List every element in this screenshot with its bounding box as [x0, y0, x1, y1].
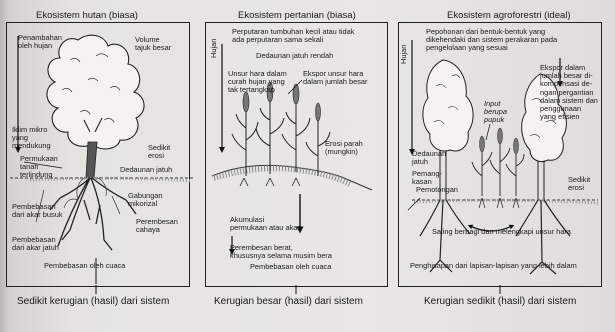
- agro-label-trees: Pepohonan dari bentuk-bentuk yang dikehe…: [426, 28, 557, 53]
- agro-label-deep-uptake: Penghisapan dari lapisan-lapisan yang le…: [410, 262, 577, 270]
- agro-label-little-erosion: Sedikit erosi: [568, 176, 590, 192]
- forest-label-leaf-fall: Dedaunan jatuh: [120, 166, 172, 174]
- forest-label-protected-soil: Permukaan tanah terlindung: [20, 155, 58, 180]
- agri-label-uncaptured-nutrients: Unsur hara dalam curah hujan yang tak te…: [228, 70, 287, 95]
- agro-label-leaf-fall: Dedaunan jatuh: [412, 150, 446, 166]
- agro-label-fertilizer-input: Input berupa pupuk: [484, 100, 507, 125]
- agri-label-rain: Hujan: [210, 39, 218, 58]
- agro-label-rain: Hujan: [400, 45, 408, 64]
- forest-label-crown-volume: Volume tajuk besar: [135, 36, 171, 52]
- agro-label-export-compensated: Ekspor dalam jumlah besar di- kompensasi…: [540, 64, 598, 121]
- forest-label-microclimate: Iklim mikro yang mendukung: [12, 126, 51, 151]
- agroforestry-caption: Kerugian sedikit (hasil) dari sistem: [424, 296, 576, 307]
- forest-label-little-erosion: Sedikit erosi: [148, 144, 170, 160]
- agri-label-large-export: Ekspor unsur hara dalam jumlah besar: [303, 70, 368, 86]
- agri-label-heavy-leaching: Perembesan berat, khususnya selama musim…: [230, 244, 332, 260]
- agri-label-severe-erosion: Erosi parah (mungkin): [325, 140, 363, 156]
- forest-label-falling-roots: Pembebasan dari akar jatuh: [12, 236, 59, 252]
- agro-label-nutrient-sharing: Saling berbagi dan melengkapi unsur hara: [432, 228, 571, 236]
- agri-label-accumulation: Akumulasi permukaan atau akar: [230, 216, 300, 232]
- agri-label-low-leaf-fall: Dedaunan jatuh rendah: [256, 52, 333, 60]
- agro-label-cutting: Pemotongan: [416, 186, 458, 194]
- forest-label-rotting-roots: Pembebasan dari akar busuk: [12, 203, 63, 219]
- agro-label-pruning: Pemang- kasan: [412, 170, 442, 186]
- forest-label-mycorrhizal: Gabungan mikorizal: [128, 192, 163, 208]
- forest-label-rain-addition: Penambahan oleh hujan: [18, 34, 62, 50]
- forest-caption: Sedikit kerugian (hasil) dari sistem: [17, 296, 169, 307]
- forest-label-leaching: Perembesan cahaya: [136, 218, 178, 234]
- forest-label-weathering: Pembebasan oleh cuaca: [44, 262, 125, 270]
- agri-label-little-cycling: Perputaran tumbuhan kecil atau tidak ada…: [232, 28, 354, 44]
- agriculture-caption: Kerugian besar (hasil) dari sistem: [214, 296, 363, 307]
- agri-label-weathering: Pembebasan oleh cuaca: [250, 263, 331, 271]
